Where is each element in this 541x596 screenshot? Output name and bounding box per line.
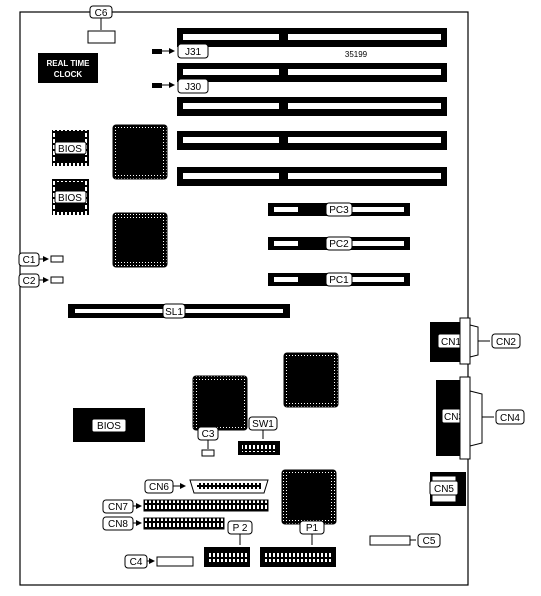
cn4-connector: CN4 [459, 376, 525, 460]
c2-label: C2 [23, 276, 36, 287]
c4-label: C4 [130, 557, 143, 568]
p2-power-connector: P 2 [204, 520, 253, 567]
c5-label: C5 [423, 536, 436, 547]
cn6-connector: CN6 [144, 479, 269, 494]
j31-label: J31 [185, 47, 202, 58]
pc3-label: PC3 [329, 205, 349, 216]
rtc-line1: REAL TIME [47, 59, 91, 68]
c1-jumper: C1 [18, 252, 64, 267]
cn5-label: CN5 [434, 484, 454, 495]
p1-label: P1 [306, 523, 319, 534]
c2-jumper: C2 [18, 273, 64, 288]
sw1-switch: SW1 [238, 416, 280, 455]
sl1-slot: SL1 [68, 303, 290, 319]
cn3-label: CN3 [444, 412, 464, 423]
j30-jumper: J30 [152, 78, 209, 94]
cn2-label: CN2 [496, 337, 516, 348]
c4-jumper: C4 [124, 554, 194, 569]
c3-label: C3 [202, 429, 215, 440]
cn1-label: CN1 [441, 337, 461, 348]
c6-connector: C6 [87, 5, 116, 44]
bios3-label: BIOS [97, 421, 121, 432]
sw1-label: SW1 [252, 419, 274, 430]
j31-jumper: J31 [152, 43, 209, 59]
cn1-connector: CN1 [430, 322, 465, 362]
bios1-label: BIOS [58, 144, 82, 155]
bios2-label: BIOS [58, 193, 82, 204]
cn2-connector: CN2 [459, 317, 521, 365]
c5-jumper: C5 [369, 533, 441, 548]
bios-chip-1: BIOS [52, 130, 89, 166]
cn5-connector: CN5 [429, 472, 466, 506]
sl1-label: SL1 [165, 307, 183, 318]
rtc-line2: CLOCK [54, 70, 83, 79]
cn8-label: CN8 [108, 519, 128, 530]
cn4-label: CN4 [500, 413, 520, 424]
j30-label: J30 [185, 82, 202, 93]
c3-jumper: C3 [197, 426, 219, 457]
pc2-slot: PC2 [268, 236, 410, 251]
bios-chip-3: BIOS [73, 408, 145, 442]
p2-label: P 2 [233, 523, 248, 534]
cn8-connector: CN8 [102, 516, 225, 531]
pc1-label: PC1 [329, 275, 349, 286]
pc3-slot: PC3 [268, 202, 410, 217]
c1-label: C1 [23, 255, 36, 266]
p1-power-connector: P1 [260, 520, 336, 567]
pc2-label: PC2 [329, 239, 349, 250]
cn7-label: CN7 [108, 502, 128, 513]
expansion-slots [177, 28, 447, 186]
cn6-label: CN6 [149, 482, 169, 493]
board-number: 35199 [345, 50, 368, 59]
pc1-slot: PC1 [268, 272, 410, 287]
bios-chip-2: BIOS [52, 179, 89, 215]
real-time-clock-chip: REAL TIME CLOCK [38, 53, 98, 83]
cn7-connector: CN7 [102, 499, 269, 514]
c6-label: C6 [95, 8, 108, 19]
